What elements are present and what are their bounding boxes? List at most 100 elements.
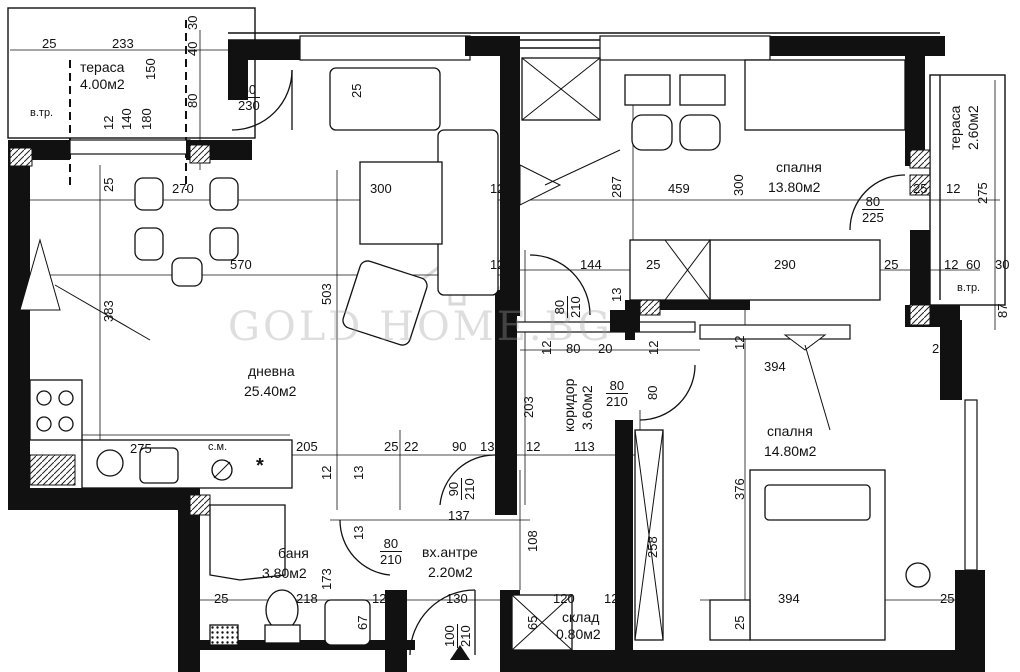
dim-203: 203 <box>521 396 536 418</box>
dim-12-d: 12 <box>490 257 505 272</box>
door-corridor-height: 210 <box>568 296 583 318</box>
dim-503: 503 <box>319 283 334 305</box>
room-bedroom-bottom-name: спалня <box>767 423 813 439</box>
door-bath: 80 210 <box>380 536 402 567</box>
dim-140: 140 <box>119 108 134 130</box>
door-terrace-height: 230 <box>238 98 260 113</box>
door-bedroom2-width: 80 <box>606 378 628 394</box>
dim-130: 130 <box>446 591 468 606</box>
dim-270: 270 <box>172 181 194 196</box>
dim-205: 205 <box>296 439 318 454</box>
door-bedroom1: 80 225 <box>862 194 884 225</box>
shaft-crosses <box>511 57 711 651</box>
dim-60: 60 <box>966 257 981 272</box>
walls <box>8 36 985 672</box>
dim-394-a: 394 <box>764 359 786 374</box>
dim-67: 67 <box>355 615 370 630</box>
door-corridor-width: 80 <box>552 296 568 318</box>
dim-137: 137 <box>448 508 470 523</box>
vent-label-right: в.тр. <box>957 282 981 294</box>
dim-173: 173 <box>319 568 334 590</box>
door-terrace: 80 230 <box>238 82 260 113</box>
dim-12-f: 12 <box>539 340 554 355</box>
dim-25-a: 25 <box>42 36 57 51</box>
dim-150: 150 <box>143 58 158 80</box>
dim-25-e: 25 <box>646 257 661 272</box>
dim-65: 65 <box>525 615 540 630</box>
door-bedroom1-width: 80 <box>862 194 884 210</box>
dim-180: 180 <box>139 108 154 130</box>
entrance-marker-icon <box>450 645 470 660</box>
room-living-name: дневна <box>248 363 295 379</box>
door-entrance-width: 90 <box>446 478 462 500</box>
dim-25-g: 25 <box>932 341 947 356</box>
dim-287: 287 <box>609 176 624 198</box>
dim-25-h: 25 <box>384 439 399 454</box>
dim-25-j: 25 <box>732 615 747 630</box>
dim-218: 218 <box>296 591 318 606</box>
room-living-area: 25.40м2 <box>244 383 297 399</box>
dim-275-b: 275 <box>130 441 152 456</box>
dim-12-a: 12 <box>101 115 116 130</box>
door-terrace-width: 80 <box>238 82 260 98</box>
dim-25-f: 25 <box>884 257 899 272</box>
dim-300-b: 300 <box>731 174 746 196</box>
dim-30-a: 30 <box>185 15 200 30</box>
dim-13-d: 13 <box>351 525 366 540</box>
room-storage-area: 0.80м2 <box>556 626 601 642</box>
dim-12-h: 12 <box>732 335 747 350</box>
dim-12-g: 12 <box>646 340 661 355</box>
dim-108: 108 <box>525 530 540 552</box>
dim-25-i: 25 <box>214 591 229 606</box>
dim-570: 570 <box>230 257 252 272</box>
dim-40: 40 <box>185 41 200 56</box>
dim-13-a: 13 <box>609 287 624 302</box>
door-main-width: 100 <box>442 624 458 648</box>
dim-80-b: 80 <box>566 341 581 356</box>
dim-90: 90 <box>452 439 467 454</box>
dim-120: 120 <box>553 591 575 606</box>
dim-12-l: 12 <box>604 591 619 606</box>
door-bath-height: 210 <box>380 552 402 567</box>
dim-80-c: 80 <box>645 385 660 400</box>
dim-12-b: 12 <box>490 181 505 196</box>
room-corridor-name: коридор <box>561 378 577 432</box>
room-entrance-name: вх.антре <box>422 544 478 560</box>
dim-13-b: 13 <box>480 439 495 454</box>
door-main-height: 210 <box>458 625 473 647</box>
dim-113: 113 <box>574 439 595 454</box>
dim-459: 459 <box>668 181 690 196</box>
dim-394-b: 394 <box>778 591 800 606</box>
dim-376: 376 <box>732 478 747 500</box>
dim-12-k: 12 <box>372 591 387 606</box>
dim-275: 275 <box>975 182 990 204</box>
dim-25-c: 25 <box>349 83 364 98</box>
hatched-walls <box>9 144 931 516</box>
dim-25-d: 25 <box>913 181 928 196</box>
door-bedroom2-height: 210 <box>606 394 628 409</box>
door-entrance-height: 210 <box>462 478 477 500</box>
dim-25-k: 25 <box>940 591 955 606</box>
dim-12-j: 12 <box>319 465 334 480</box>
dim-30-b: 30 <box>995 257 1010 272</box>
room-terrace-left-name: тераса <box>80 59 125 75</box>
vent-label-left: в.тр. <box>30 107 54 119</box>
door-bath-width: 80 <box>380 536 402 552</box>
watermark: GOLD HOME.BG <box>228 304 613 350</box>
room-storage-name: склад <box>562 609 600 625</box>
dim-12-e: 12 <box>944 257 959 272</box>
dim-290: 290 <box>774 257 796 272</box>
dim-22: 22 <box>404 439 419 454</box>
room-terrace-right-area: 2.60м2 <box>965 105 981 150</box>
room-terrace-left-area: 4.00м2 <box>80 76 125 92</box>
door-bedroom2: 80 210 <box>606 378 628 409</box>
door-bedroom1-height: 225 <box>862 210 884 225</box>
dim-233: 233 <box>112 36 134 51</box>
room-bedroom-top-name: спалня <box>776 159 822 175</box>
light-fixtures <box>19 149 831 431</box>
room-bedroom-top-area: 13.80м2 <box>768 179 821 195</box>
dim-12-i: 12 <box>526 439 541 454</box>
door-corridor: 80 210 <box>552 296 583 318</box>
room-bath-name: баня <box>278 545 309 561</box>
